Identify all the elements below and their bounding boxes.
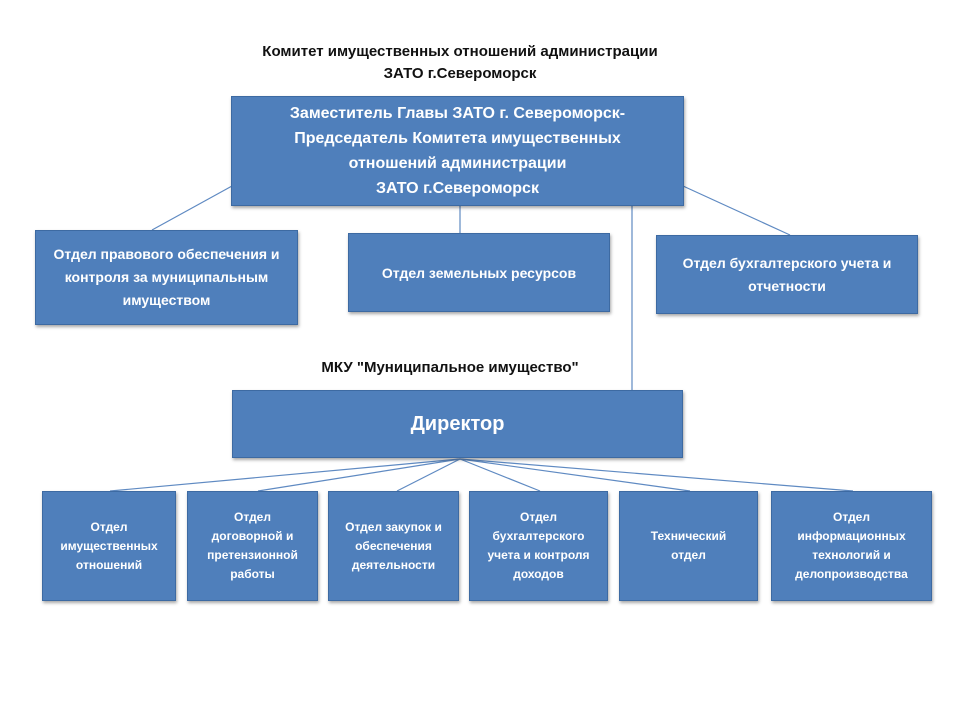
connector-director-dept2 — [257, 458, 461, 492]
mku-dept-procurement-label: Отдел закупок и обеспечения деятельности — [345, 519, 442, 572]
connector-director-dept5 — [459, 458, 691, 492]
connector-director-dept4 — [459, 458, 541, 492]
dept-land-box: Отдел земельных ресурсов — [348, 233, 610, 312]
connector-director-dept1 — [109, 458, 461, 492]
mku-dept-accounting-label: Отдел бухгалтерского учета и контроля до… — [487, 510, 590, 581]
connector-director-dept6 — [459, 458, 854, 492]
director-label: Директор — [410, 413, 505, 435]
dept-accounting-label: Отдел бухгалтерского учета и отчетности — [682, 254, 892, 294]
dept-legal-box: Отдел правового обеспечения и контроля з… — [35, 230, 298, 325]
mku-dept-contract-box: Отдел договорной и претензионной работы — [187, 491, 318, 601]
mku-dept-procurement-box: Отдел закупок и обеспечения деятельности — [328, 491, 459, 601]
mku-dept-it-box: Отдел информационных технологий и делопр… — [771, 491, 932, 601]
committee-head-box: Заместитель Главы ЗАТО г. Североморск- П… — [231, 96, 684, 206]
mku-dept-accounting-box: Отдел бухгалтерского учета и контроля до… — [469, 491, 608, 601]
mku-dept-property-label: Отдел имущественных отношений — [60, 519, 158, 572]
head-line3: отношений администрации — [348, 155, 567, 172]
mku-dept-technical-label: Технический отдел — [650, 529, 727, 562]
committee-caption-line2: ЗАТО г.Североморск — [383, 65, 537, 82]
mku-caption: МКУ "Муниципальное имущество" — [321, 359, 579, 376]
mku-dept-property-box: Отдел имущественных отношений — [42, 491, 176, 601]
director-box: Директор — [232, 390, 683, 458]
head-line1: Заместитель Главы ЗАТО г. Североморск- — [289, 105, 626, 122]
head-line4: ЗАТО г.Североморск — [376, 180, 539, 197]
dept-accounting-box: Отдел бухгалтерского учета и отчетности — [656, 235, 918, 314]
connector-director-dept3 — [396, 458, 461, 492]
dept-land-label: Отдел земельных ресурсов — [381, 264, 577, 281]
mku-dept-it-label: Отдел информационных технологий и делопр… — [795, 510, 908, 581]
committee-caption-line1: Комитет имущественных отношений админист… — [262, 43, 658, 60]
committee-caption: Комитет имущественных отношений админист… — [200, 41, 720, 85]
mku-dept-technical-box: Технический отдел — [619, 491, 758, 601]
mku-dept-contract-label: Отдел договорной и претензионной работы — [207, 510, 298, 581]
head-line2: Председатель Комитета имущественных — [294, 130, 621, 147]
connector-head-legal — [151, 185, 233, 231]
connector-head-accounting — [682, 185, 791, 236]
dept-legal-label: Отдел правового обеспечения и контроля з… — [53, 246, 280, 308]
